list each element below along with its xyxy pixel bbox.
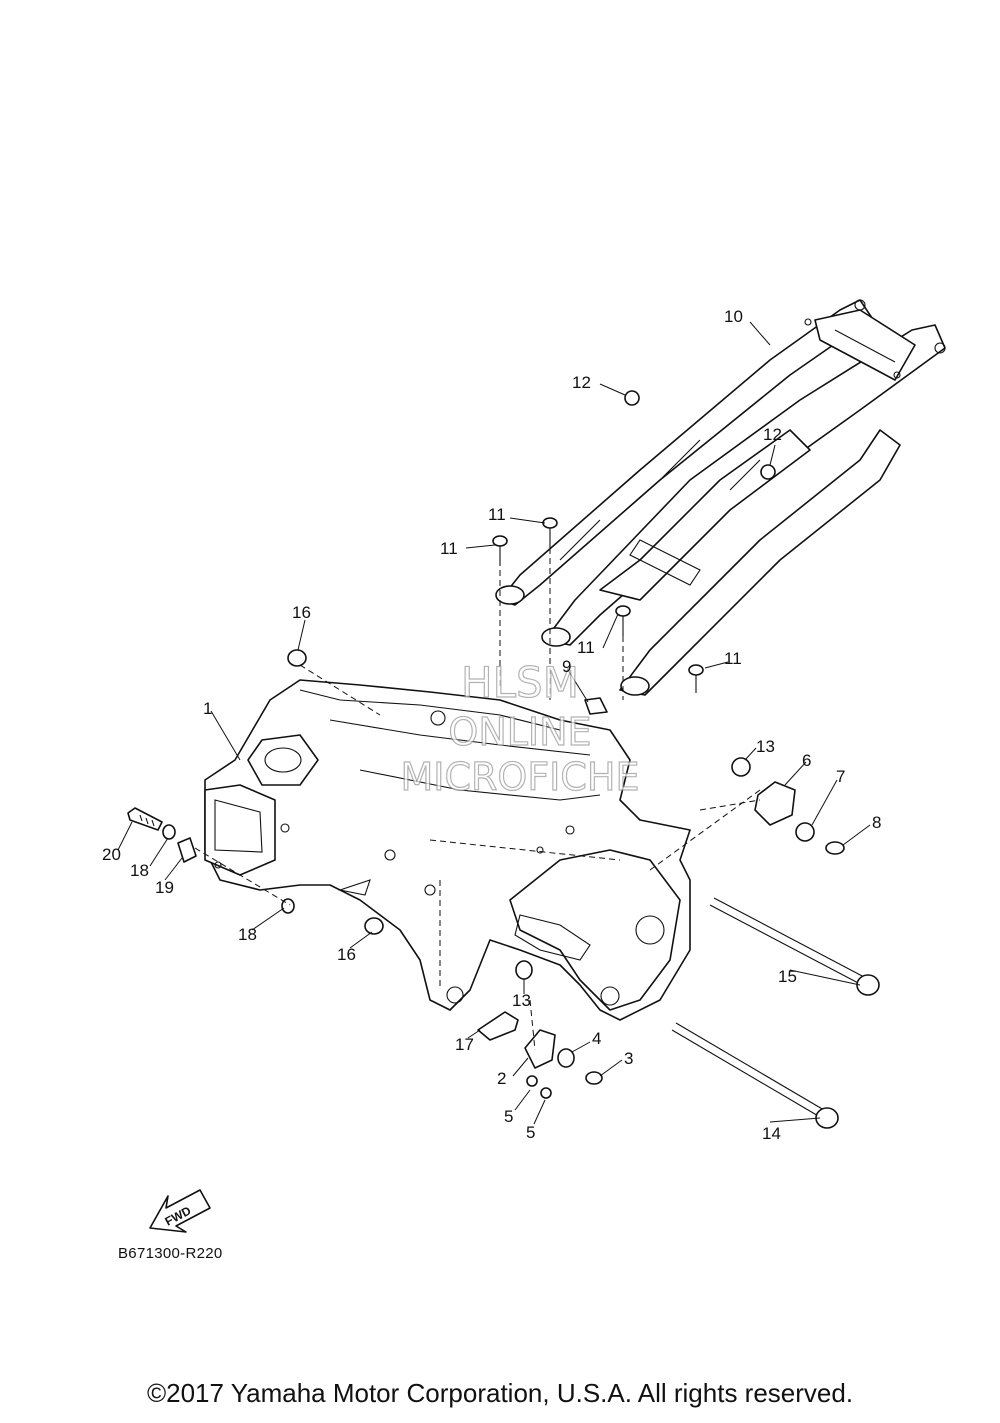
callout-11d: 11 [724, 649, 742, 668]
svg-text:MICROFICHE: MICROFICHE [400, 755, 639, 799]
callout-2: 2 [497, 1069, 506, 1088]
callout-14: 14 [762, 1124, 781, 1143]
nut-16-upper[interactable] [287, 649, 307, 667]
bracket-6[interactable] [754, 781, 796, 826]
collar-7[interactable] [795, 822, 815, 842]
callout-12a: 12 [572, 373, 591, 392]
bolt-8[interactable] [825, 841, 845, 855]
callout-13b: 13 [512, 991, 531, 1010]
callout-19: 19 [155, 878, 174, 897]
nut-12-left[interactable] [624, 390, 640, 406]
callout-3: 3 [624, 1049, 633, 1068]
nut-12-right[interactable] [760, 464, 776, 480]
collar-13-upper[interactable] [731, 757, 751, 777]
callout-11b: 11 [440, 539, 458, 558]
callout-4: 4 [592, 1029, 601, 1048]
collar-13-lower[interactable] [515, 960, 533, 980]
callout-15: 15 [778, 967, 797, 986]
fwd-arrow-icon: FWD [149, 1189, 211, 1233]
svg-text:HLSM: HLSM [461, 658, 579, 707]
callout-5b: 5 [526, 1123, 535, 1142]
bolt-3[interactable] [585, 1071, 603, 1085]
copyright-notice: ©2017 Yamaha Motor Corporation, U.S.A. A… [146, 1378, 854, 1408]
bracket-2[interactable] [524, 1029, 556, 1069]
screw-5-left[interactable] [526, 1075, 538, 1087]
leader-lines [117, 321, 871, 1125]
callout-5a: 5 [504, 1107, 513, 1126]
callout-11a: 11 [488, 505, 506, 524]
callout-16a: 16 [292, 603, 311, 622]
bolt-20[interactable] [127, 807, 163, 831]
callout-8: 8 [872, 813, 881, 832]
callout-10: 10 [724, 307, 743, 326]
collar-4[interactable] [557, 1048, 575, 1068]
callout-17: 17 [455, 1035, 474, 1054]
callout-20: 20 [102, 845, 121, 864]
bolt-11-c[interactable] [615, 605, 631, 636]
main-frame[interactable] [204, 679, 691, 1021]
callout-12b: 12 [763, 425, 782, 444]
washer-18-upper[interactable] [162, 824, 176, 840]
bolt-11-a[interactable] [492, 535, 508, 566]
collar-19[interactable] [177, 837, 197, 863]
screw-5-right[interactable] [540, 1087, 552, 1099]
bolt-17[interactable] [477, 1011, 519, 1041]
rear-subframe[interactable] [495, 299, 946, 696]
callout-9: 9 [562, 657, 571, 676]
svg-text:ONLINE: ONLINE [448, 710, 591, 754]
bolt-9[interactable] [584, 697, 608, 715]
long-bolt-14[interactable] [671, 1022, 839, 1129]
callout-7: 7 [836, 767, 845, 786]
nut-16-lower[interactable] [364, 917, 384, 935]
callout-labels: 1 2 3 4 5 5 6 7 8 9 10 11 11 11 11 12 12… [102, 307, 881, 1143]
callout-6: 6 [802, 751, 811, 770]
callout-11c: 11 [577, 638, 595, 657]
long-bolt-15[interactable] [709, 897, 880, 996]
callout-18b: 18 [238, 925, 257, 944]
callout-13a: 13 [756, 737, 775, 756]
callout-16b: 16 [337, 945, 356, 964]
bolt-11-b[interactable] [542, 517, 558, 548]
callout-1: 1 [203, 699, 212, 718]
callout-18a: 18 [130, 861, 149, 880]
diagram-code: B671300-R220 [118, 1245, 223, 1262]
alignment-lines [194, 548, 761, 1051]
bolt-11-d[interactable] [688, 664, 704, 693]
watermark: HLSM ONLINE MICROFICHE [400, 657, 640, 799]
